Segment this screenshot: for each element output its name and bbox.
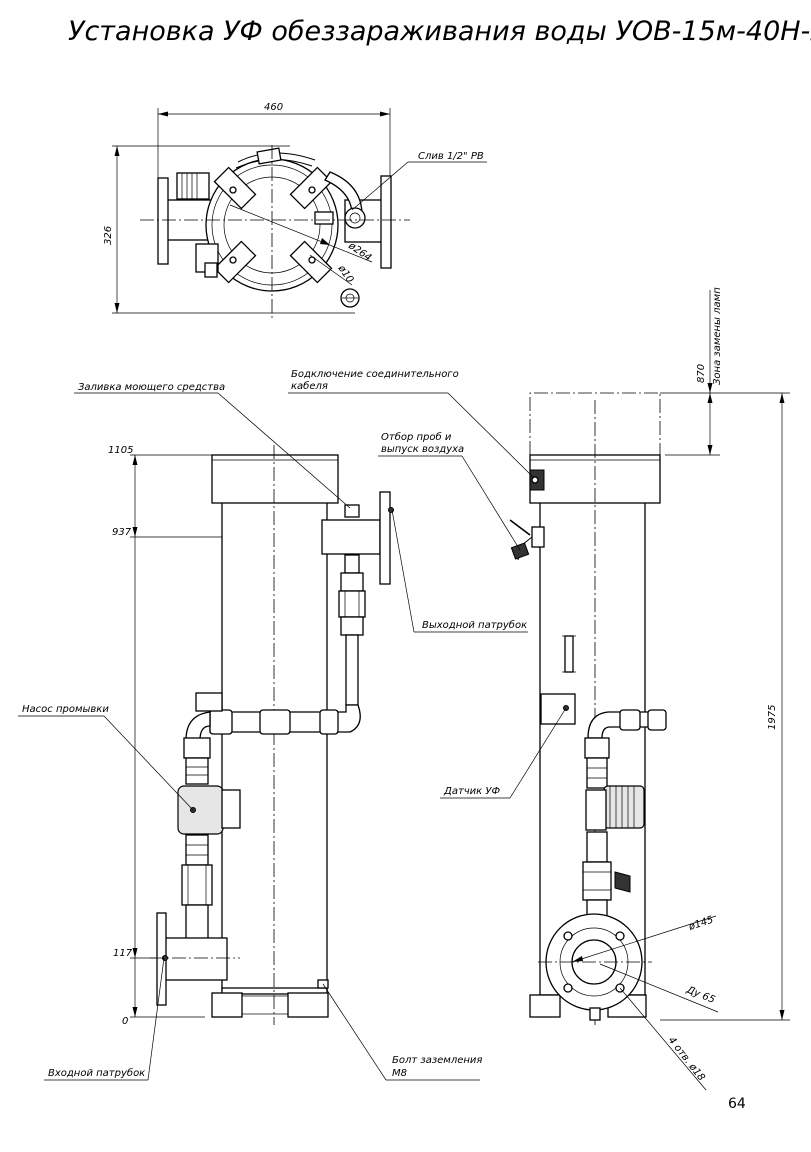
callout-ground-2: М8	[392, 1068, 407, 1079]
dim-1975: 1975	[767, 705, 778, 730]
callout-sample-1: Отбор проб и	[381, 431, 452, 443]
dim-117: 117	[113, 948, 133, 959]
front-view: 1105 937 117 0	[18, 382, 528, 1081]
label-lamp-zone: Зона замены ламп	[712, 287, 723, 385]
dim-0: 0	[122, 1016, 128, 1027]
callout-inlet: Входной патрубок	[48, 1067, 145, 1079]
dim-du65: Ду 65	[684, 984, 717, 1006]
dim-d10: ø10	[335, 263, 355, 286]
dim-326: 326	[103, 226, 114, 245]
callout-cable-2: кабеля	[291, 380, 328, 392]
callout-ground-1: Болт заземления	[392, 1055, 482, 1066]
callout-drain: Слив 1/2" РВ	[418, 151, 484, 162]
dim-937: 937	[112, 527, 132, 538]
dim-d145: ø145	[687, 915, 715, 934]
dim-d264: ø264	[345, 240, 373, 264]
side-view: 870 Зона замены ламп 1975	[288, 287, 790, 1091]
callout-outlet: Выходной патрубок	[422, 619, 527, 631]
page-number: 64	[728, 1096, 746, 1112]
callout-detergent: Заливка моющего средства	[78, 382, 225, 393]
top-view: 460 326	[103, 102, 487, 320]
callout-cable-1: Бодключение соединительного	[291, 369, 459, 380]
dim-1105: 1105	[108, 445, 133, 456]
dim-870: 870	[696, 364, 707, 383]
dim-460: 460	[264, 102, 283, 113]
callout-uv-sensor: Датчик УФ	[443, 786, 500, 797]
dim-holes: 4 отв. ø18	[666, 1035, 707, 1083]
callout-sample-2: выпуск воздуха	[381, 444, 464, 455]
callout-pump: Насос промывки	[22, 704, 109, 715]
drawing-title: Установка УФ обеззараживания воды УОВ-15…	[68, 16, 811, 47]
